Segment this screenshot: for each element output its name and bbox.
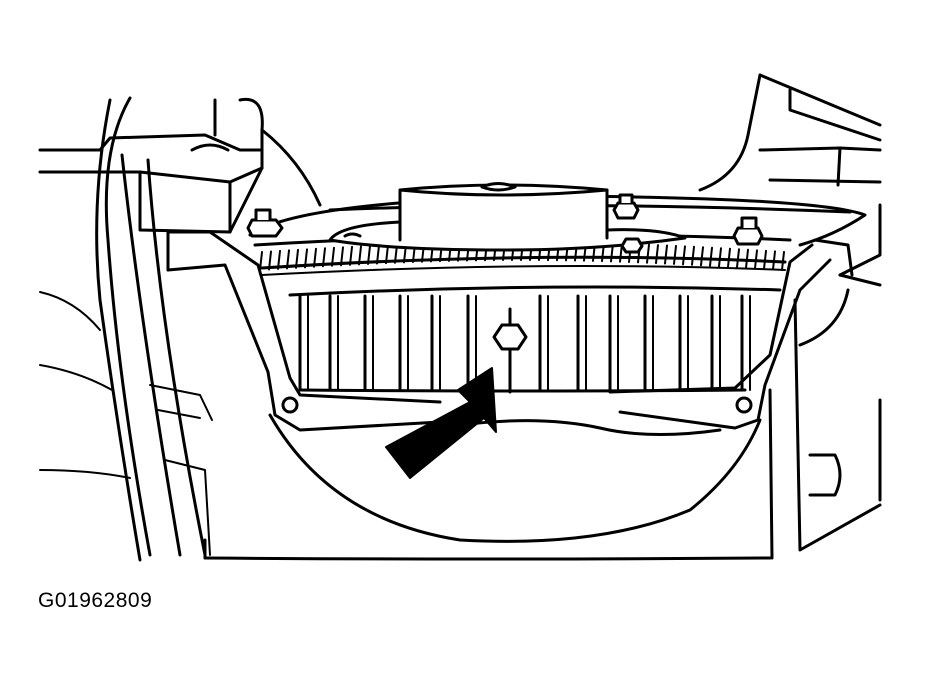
figure-id-label: G01962809 (38, 589, 153, 612)
ring-gear-teeth (259, 241, 785, 271)
gear-tooth (763, 249, 767, 270)
gear-tooth (700, 246, 704, 267)
gear-tooth (781, 250, 785, 271)
converter-drum (288, 285, 782, 393)
gear-tooth (718, 247, 722, 268)
hex-bolt-icon (246, 208, 284, 238)
gear-tooth (259, 251, 263, 271)
gear-tooth (349, 245, 353, 266)
gear-tooth (376, 244, 380, 265)
left-housing-block (38, 97, 322, 234)
rim-bolts (246, 193, 764, 254)
gear-tooth (736, 248, 740, 269)
gear-tooth (340, 246, 344, 267)
gear-tooth (745, 248, 749, 269)
gear-tooth (268, 250, 272, 271)
gear-tooth (313, 247, 317, 268)
gear-tooth (304, 248, 308, 269)
gear-tooth (358, 245, 362, 266)
hex-bolt-icon (732, 216, 764, 246)
gear-tooth (277, 249, 281, 270)
hex-access-hole-icon (492, 307, 528, 394)
hex-bolt-icon (620, 237, 644, 254)
bellhousing-bowl (203, 273, 882, 561)
gear-tooth (754, 249, 758, 270)
gear-tooth (673, 244, 677, 265)
gear-tooth (655, 244, 659, 265)
gear-tooth (646, 243, 650, 264)
flywheel-bellhousing-illustration (38, 73, 882, 562)
gear-tooth (385, 244, 389, 265)
gear-tooth (286, 249, 290, 270)
gear-tooth (322, 247, 326, 268)
gear-tooth (682, 245, 686, 266)
gear-tooth (691, 245, 695, 266)
gear-tooth (367, 244, 371, 265)
hex-bolt-icon (612, 193, 640, 220)
gear-tooth (727, 247, 731, 268)
gear-tooth (295, 248, 299, 269)
arrow-icon (385, 367, 497, 479)
flywheel-hub (328, 182, 687, 252)
gear-tooth (664, 244, 668, 265)
gear-tooth (772, 250, 776, 271)
left-rails (39, 96, 213, 562)
right-housing-block (698, 73, 882, 277)
gear-tooth (331, 246, 335, 267)
gear-tooth (709, 246, 713, 267)
bellhousing-frame (166, 230, 832, 437)
